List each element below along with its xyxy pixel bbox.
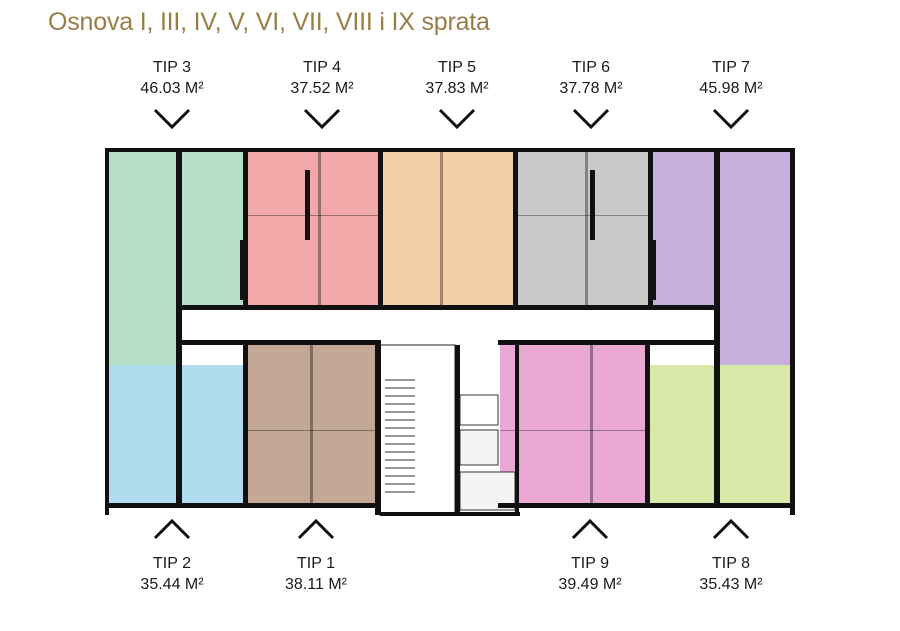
room-divider	[318, 150, 321, 305]
page-title: Osnova I, III, IV, V, VI, VII, VIII i IX…	[48, 8, 490, 36]
unit-tip-7-bedroom	[718, 310, 790, 365]
wall	[714, 148, 720, 508]
unit-name: TIP 9	[571, 555, 609, 572]
room-divider	[245, 430, 380, 431]
room-divider	[585, 150, 588, 305]
unit-label[interactable]: TIP 1 38.11 M²	[246, 553, 386, 595]
unit-tip-6-area	[515, 150, 650, 310]
wall	[105, 503, 380, 508]
chevron-down-icon	[438, 108, 476, 130]
unit-name: TIP 7	[712, 59, 750, 76]
chevron-up-icon	[712, 518, 750, 540]
unit-area: 37.78 M²	[559, 80, 623, 97]
unit-name: TIP 3	[153, 59, 191, 76]
unit-label[interactable]: TIP 8 35.43 M²	[661, 553, 801, 595]
chevron-down-icon	[712, 108, 750, 130]
unit-name: TIP 5	[438, 59, 476, 76]
room-divider	[500, 430, 650, 431]
chevron-up-icon	[571, 518, 609, 540]
staircase	[379, 344, 456, 516]
unit-label[interactable]: TIP 2 35.44 M²	[102, 553, 242, 595]
wall	[305, 170, 310, 240]
wall	[240, 240, 246, 300]
unit-label[interactable]: TIP 9 39.49 M²	[520, 553, 660, 595]
wall	[650, 240, 656, 300]
wall	[180, 305, 720, 310]
elevator-1	[459, 429, 499, 466]
unit-name: TIP 2	[153, 555, 191, 572]
wall	[515, 345, 519, 515]
chevron-up-icon	[153, 518, 191, 540]
wall	[176, 148, 182, 508]
corridor	[180, 310, 718, 345]
unit-tip-4-area	[245, 150, 380, 310]
unit-area: 37.52 M²	[290, 80, 354, 97]
room-divider	[515, 215, 650, 216]
unit-area: 38.11 M²	[285, 576, 347, 593]
room-divider	[245, 215, 380, 216]
unit-area: 45.98 M²	[699, 80, 763, 97]
wall	[243, 345, 248, 505]
wall	[498, 503, 795, 508]
unit-tip-3-bedroom	[107, 310, 180, 365]
unit-area: 37.83 M²	[425, 80, 489, 97]
wall	[375, 340, 381, 515]
unit-area: 46.03 M²	[140, 80, 204, 97]
wall	[180, 340, 380, 345]
service-room	[459, 394, 499, 426]
unit-tip-1-area	[245, 345, 378, 505]
unit-label[interactable]: TIP 5 37.83 M²	[387, 57, 527, 99]
room-divider	[310, 345, 313, 505]
unit-area: 35.43 M²	[699, 576, 763, 593]
wall	[513, 150, 518, 310]
unit-label[interactable]: TIP 3 46.03 M²	[102, 57, 242, 99]
chevron-up-icon	[297, 518, 335, 540]
wall	[648, 150, 653, 310]
wall	[498, 340, 720, 345]
wall	[790, 148, 795, 515]
wall	[455, 345, 460, 515]
wall	[105, 148, 795, 152]
unit-name: TIP 6	[572, 59, 610, 76]
wall	[105, 148, 109, 515]
unit-label[interactable]: TIP 6 37.78 M²	[521, 57, 661, 99]
chevron-down-icon	[153, 108, 191, 130]
unit-area: 39.49 M²	[558, 576, 622, 593]
unit-name: TIP 8	[712, 555, 750, 572]
chevron-down-icon	[572, 108, 610, 130]
wall	[243, 150, 248, 310]
room-divider	[590, 345, 593, 505]
wall	[378, 150, 383, 310]
unit-area: 35.44 M²	[140, 576, 204, 593]
unit-name: TIP 1	[297, 555, 335, 572]
wall	[645, 345, 650, 505]
room-divider	[440, 150, 443, 305]
unit-label[interactable]: TIP 4 37.52 M²	[252, 57, 392, 99]
unit-tip-9-area	[500, 345, 650, 505]
unit-tip-5-area	[380, 150, 515, 310]
chevron-down-icon	[303, 108, 341, 130]
wall	[380, 512, 520, 516]
unit-label[interactable]: TIP 7 45.98 M²	[661, 57, 801, 99]
wall	[590, 170, 595, 240]
unit-name: TIP 4	[303, 59, 341, 76]
